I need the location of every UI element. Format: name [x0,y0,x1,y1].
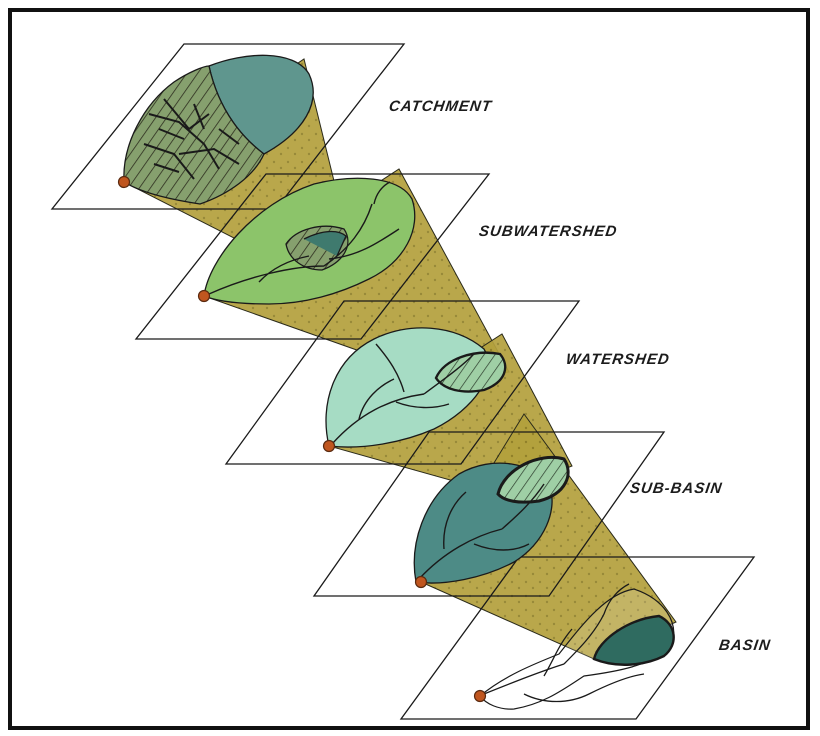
label-basin: BASIN [718,637,772,654]
label-catchment: CATCHMENT [388,98,493,115]
outlet-subbasin [416,577,427,588]
label-watershed: WATERSHED [565,351,671,368]
outlet-basin [475,691,486,702]
watershed-scale-diagram [12,12,806,726]
label-subwatershed: SUBWATERSHED [478,223,619,240]
label-sub-basin: SUB-BASIN [629,480,724,497]
diagram-frame: CATCHMENT SUBWATERSHED WATERSHED SUB-BAS… [8,8,810,730]
outlet-catchment [119,177,130,188]
outlet-subwatershed [199,291,210,302]
outlet-watershed [324,441,335,452]
